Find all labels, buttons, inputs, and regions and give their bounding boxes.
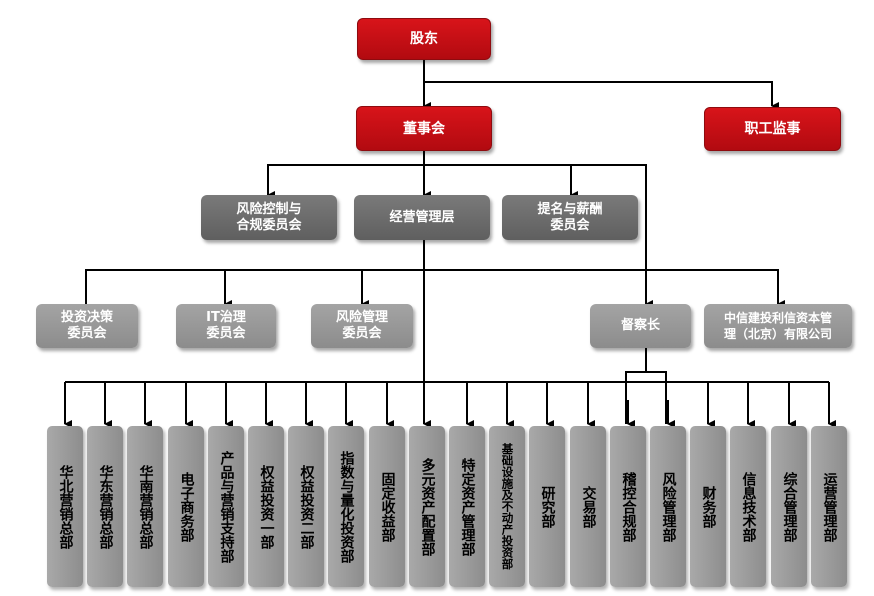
- department-box: 信息技术部: [730, 426, 766, 587]
- shareholders-node: 股东: [357, 18, 491, 60]
- department-box: 综合管理部: [771, 426, 807, 587]
- department-box: 指数与量化投资部: [328, 426, 364, 587]
- department-box: 交易部: [570, 426, 606, 587]
- department-box: 特定资产管理部: [449, 426, 485, 587]
- risk-compliance-committee-node: 风险控制与 合规委员会: [201, 195, 337, 240]
- department-box: 风险管理部: [650, 426, 686, 587]
- board-node: 董事会: [356, 106, 492, 151]
- it-committee-node: IT治理 委员会: [176, 304, 276, 348]
- chief-inspector-node: 督察长: [590, 304, 691, 348]
- department-box: 运营管理部: [811, 426, 847, 587]
- department-box: 研究部: [529, 426, 565, 587]
- risk-mgmt-committee-node: 风险管理 委员会: [311, 304, 413, 348]
- management-node: 经营管理层: [354, 195, 490, 240]
- department-box: 产品与营销支持部: [208, 426, 244, 587]
- department-box: 权益投资一部: [248, 426, 284, 587]
- department-box: 稽控合规部: [610, 426, 646, 587]
- department-box: 华北营销总部: [47, 426, 83, 587]
- nomination-committee-node: 提名与薪酬 委员会: [502, 195, 638, 240]
- department-box: 华南营销总部: [127, 426, 163, 587]
- investment-committee-node: 投资决策 委员会: [36, 304, 138, 348]
- department-box: 基础设施及不动产投资部: [489, 426, 525, 587]
- department-box: 华东营销总部: [87, 426, 123, 587]
- department-box: 电子商务部: [168, 426, 204, 587]
- department-box: 固定收益部: [369, 426, 405, 587]
- department-box: 权益投资二部: [288, 426, 324, 587]
- department-box: 多元资产配置部: [409, 426, 445, 587]
- department-box: 财务部: [690, 426, 726, 587]
- subsidiary-node: 中信建投利信资本管 理（北京）有限公司: [704, 304, 852, 348]
- supervisor-node: 职工监事: [704, 107, 841, 151]
